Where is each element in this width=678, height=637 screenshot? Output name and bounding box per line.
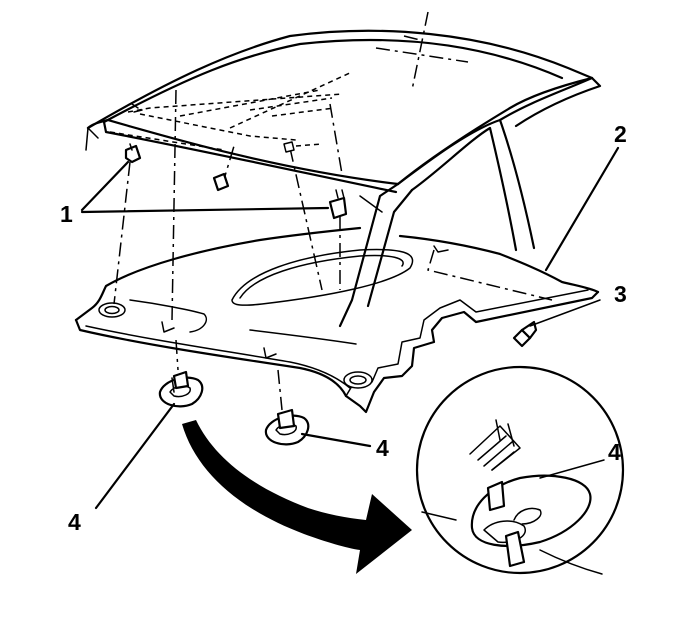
- fastener-clips: [124, 141, 348, 220]
- callout-1-leaders: [80, 160, 330, 214]
- retainer-left: [158, 370, 204, 408]
- installation-guide-lines: [109, 11, 553, 411]
- screw: [512, 299, 601, 348]
- headliner-panel: [74, 226, 600, 414]
- detail-view: [415, 365, 625, 575]
- rear-pillars: [338, 76, 602, 328]
- detail-arrow: [182, 420, 412, 574]
- callout-4-detail: 4: [608, 439, 621, 465]
- vehicle-roof: [85, 29, 594, 194]
- callout-4-left: 4: [68, 509, 81, 535]
- callout-2: 2: [614, 121, 627, 147]
- retainer-center: [264, 408, 310, 446]
- callout-2-leader: [544, 146, 620, 272]
- callout-3: 3: [614, 281, 627, 307]
- callout-1: 1: [60, 201, 73, 227]
- callout-4-center: 4: [376, 435, 389, 461]
- retainer-leaders: [94, 402, 372, 510]
